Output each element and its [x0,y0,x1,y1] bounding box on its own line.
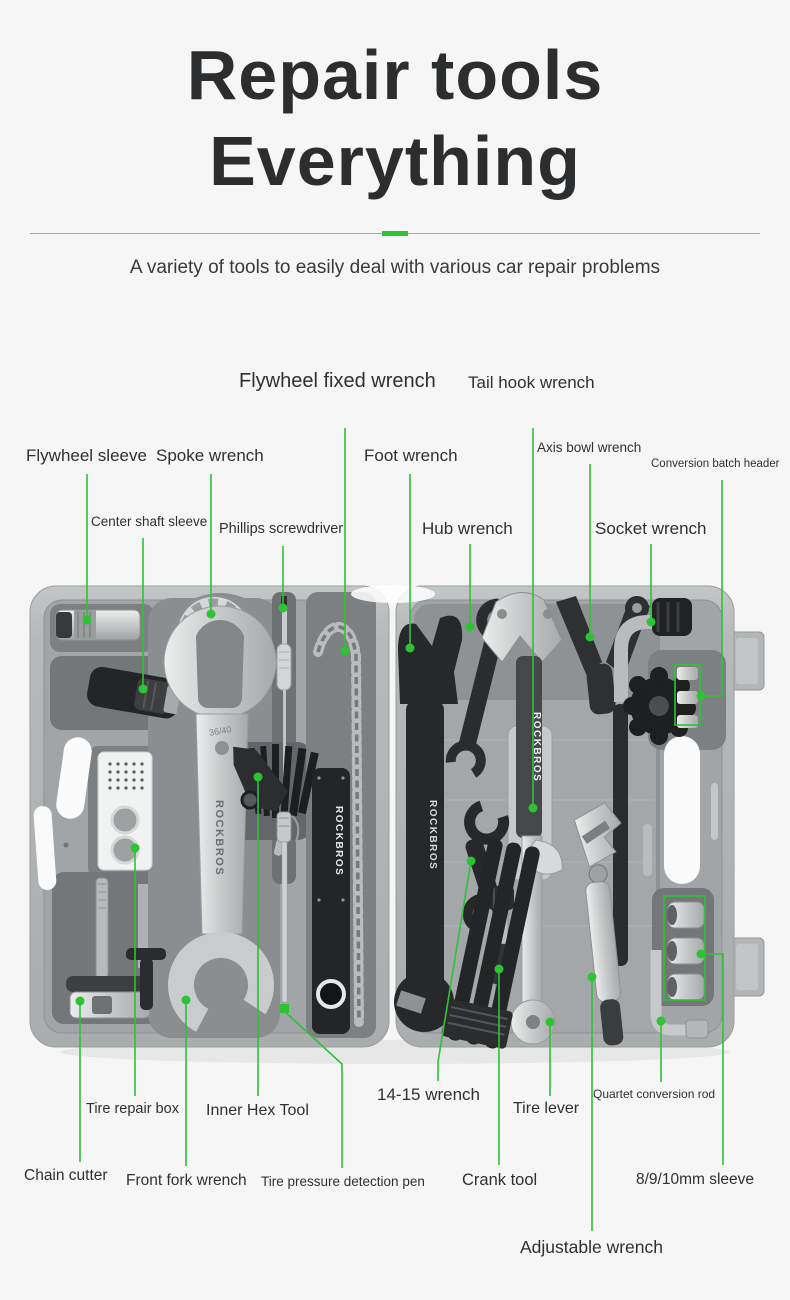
callout-label-crank-tool: Crank tool [462,1171,538,1189]
callout-label-8-9-10mm-sleeve: 8/9/10mm sleeve [636,1171,755,1188]
callout-dots [75,603,706,1027]
callout-label-flywheel-fixed-wrench: Flywheel fixed wrench [239,370,436,392]
callout-label-tire-pressure-detection-pen: Tire pressure detection pen [261,1174,425,1189]
callout-label-spoke-wrench: Spoke wrench [156,446,264,465]
callout-label-hub-wrench: Hub wrench [422,519,513,538]
callout-label-quartet-conversion-rod: Quartet conversion rod [593,1087,716,1101]
leader-14-15-wrench [437,860,472,1081]
callout-label-conversion-batch-header: Conversion batch header [651,458,780,470]
callout-label-adjustable-wrench: Adjustable wrench [520,1237,663,1257]
leader-conversion-batch-header [704,480,723,697]
callout-label-chain-cutter: Chain cutter [24,1167,108,1184]
callout-label-tire-repair-box: Tire repair box [86,1101,179,1117]
tool-tire-repair-box [97,751,153,871]
tool-sockets-8-9-10 [667,901,705,1001]
leader-8-9-10-sleeve [701,953,724,1165]
case-right-half: ROCKBROS ROCKBROS [394,585,765,1049]
tool-quartet-rod [650,950,709,1039]
svg-text:ROCKBROS: ROCKBROS [427,800,438,870]
callout-label-socket-wrench: Socket wrench [595,519,707,538]
svg-text:ROCKBROS: ROCKBROS [531,712,542,782]
callout-label-tire-lever: Tire lever [513,1100,580,1117]
callout-label-axis-bowl-wrench: Axis bowl wrench [537,440,642,455]
callout-leader-lines [79,428,724,1231]
callout-label-flywheel-sleeve: Flywheel sleeve [26,446,147,465]
svg-text:ROCKBROS: ROCKBROS [213,800,225,876]
callout-label-center-shaft-sleeve: Center shaft sleeve [91,514,208,529]
svg-text:ROCKBROS: ROCKBROS [333,806,344,876]
page-subtitle: A variety of tools to easily deal with v… [129,257,661,278]
highlight-box-sockets [663,895,706,1001]
callout-label-inner-hex-tool: Inner Hex Tool [206,1102,309,1119]
tool-flywheel-sleeve [55,609,141,641]
callout-label-phillips-screwdriver: Phillips screwdriver [219,521,344,537]
callout-label-tail-hook-wrench: Tail hook wrench [468,373,595,392]
leader-tire-pressure-pen [283,1010,343,1168]
tool-chain-cutter [66,877,166,1019]
divider-green-accent [382,231,408,236]
tool-adjustable-wrench [573,802,624,1046]
tool-conversion-bits [623,667,698,745]
tool-foot-wrench: ROCKBROS [394,615,463,1032]
tool-flywheel-fixed-wrench-body: 36/40 ROCKBROS [163,605,277,1038]
page-title-line-1: Repair tools [186,36,604,114]
page-title-line-2: Everything [209,122,581,200]
case-left-half: 36/40 ROCKBROS [29,585,390,1048]
case-center-highlight [351,585,435,603]
tool-chain-whip: ROCKBROS [312,622,364,1034]
callout-label-14-15-wrench: 14-15 wrench [377,1085,481,1104]
tool-pedal-wrench: ROCKBROS [481,592,563,1045]
title-divider [30,231,760,236]
callout-label-front-fork-wrench: Front fork wrench [126,1172,247,1189]
callout-label-foot-wrench: Foot wrench [364,446,458,465]
tool-tire-pressure-pen [276,811,300,1003]
svg-text:36/40: 36/40 [208,724,232,738]
